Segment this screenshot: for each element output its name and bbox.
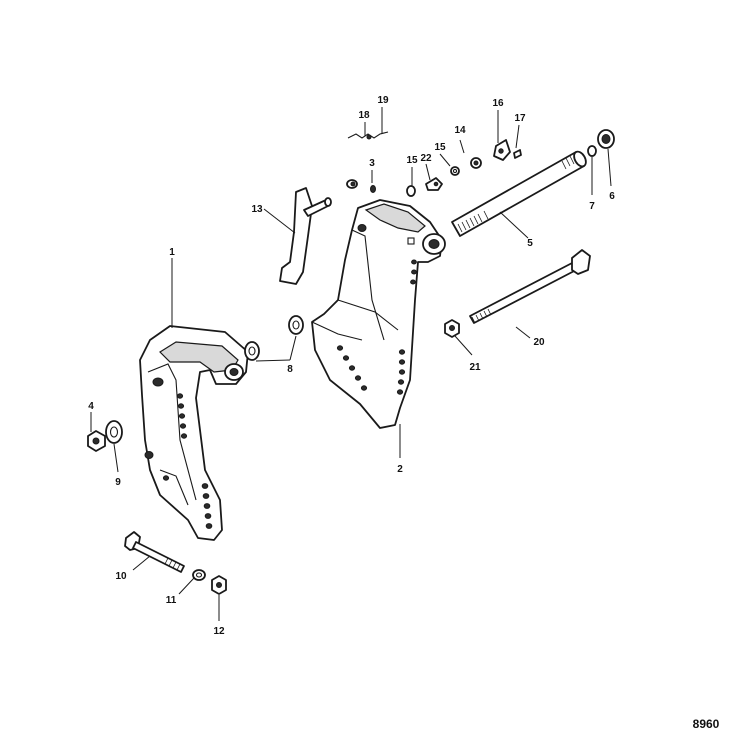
- bolt-10: [124, 531, 185, 573]
- tilt-lever: [279, 187, 332, 285]
- washer-7: [587, 145, 597, 157]
- washer-9: [105, 420, 123, 444]
- through-bolt: [469, 249, 591, 324]
- callout-19: 19: [377, 95, 389, 106]
- right-clamp-bracket: [311, 199, 446, 429]
- leader-lines: [90, 107, 612, 621]
- callout-5: 5: [527, 238, 533, 249]
- callout-4: 4: [88, 401, 94, 412]
- nut-21: [444, 319, 460, 338]
- callout-13: 13: [251, 204, 263, 215]
- small-hardware: [346, 131, 522, 197]
- callout-20: 20: [533, 337, 545, 348]
- right-bracket-holes: [336, 259, 417, 395]
- spring-18-19: [347, 131, 389, 139]
- callout-18: 18: [358, 110, 370, 121]
- washer-11: [192, 569, 206, 581]
- callout-7: 7: [589, 201, 595, 212]
- figure-number: 8960: [693, 717, 720, 731]
- callout-14: 14: [454, 125, 466, 136]
- callout-16: 16: [492, 98, 504, 109]
- nut-6: [597, 129, 615, 149]
- callout-labels: 1 2 3 4 5 6 7 8 9 10 11 12 13 14 15 15 1…: [88, 95, 615, 637]
- swivel-tube: [451, 150, 587, 237]
- callout-15b: 15: [434, 142, 446, 153]
- callout-3: 3: [369, 158, 375, 169]
- callout-8: 8: [287, 364, 293, 375]
- callout-2: 2: [397, 464, 403, 475]
- callout-9: 9: [115, 477, 121, 488]
- nut-4: [87, 430, 106, 452]
- nut-12: [211, 575, 227, 595]
- left-bracket-holes: [162, 393, 213, 529]
- left-clamp-bracket: [139, 325, 249, 541]
- callout-12: 12: [213, 626, 225, 637]
- callout-1: 1: [169, 247, 175, 258]
- callout-17: 17: [514, 113, 526, 124]
- callout-15a: 15: [406, 155, 418, 166]
- callout-6: 6: [609, 191, 615, 202]
- callout-22: 22: [420, 153, 432, 164]
- callout-11: 11: [166, 595, 177, 606]
- washers-8: [244, 315, 304, 361]
- callout-10: 10: [115, 571, 127, 582]
- callout-21: 21: [469, 362, 481, 373]
